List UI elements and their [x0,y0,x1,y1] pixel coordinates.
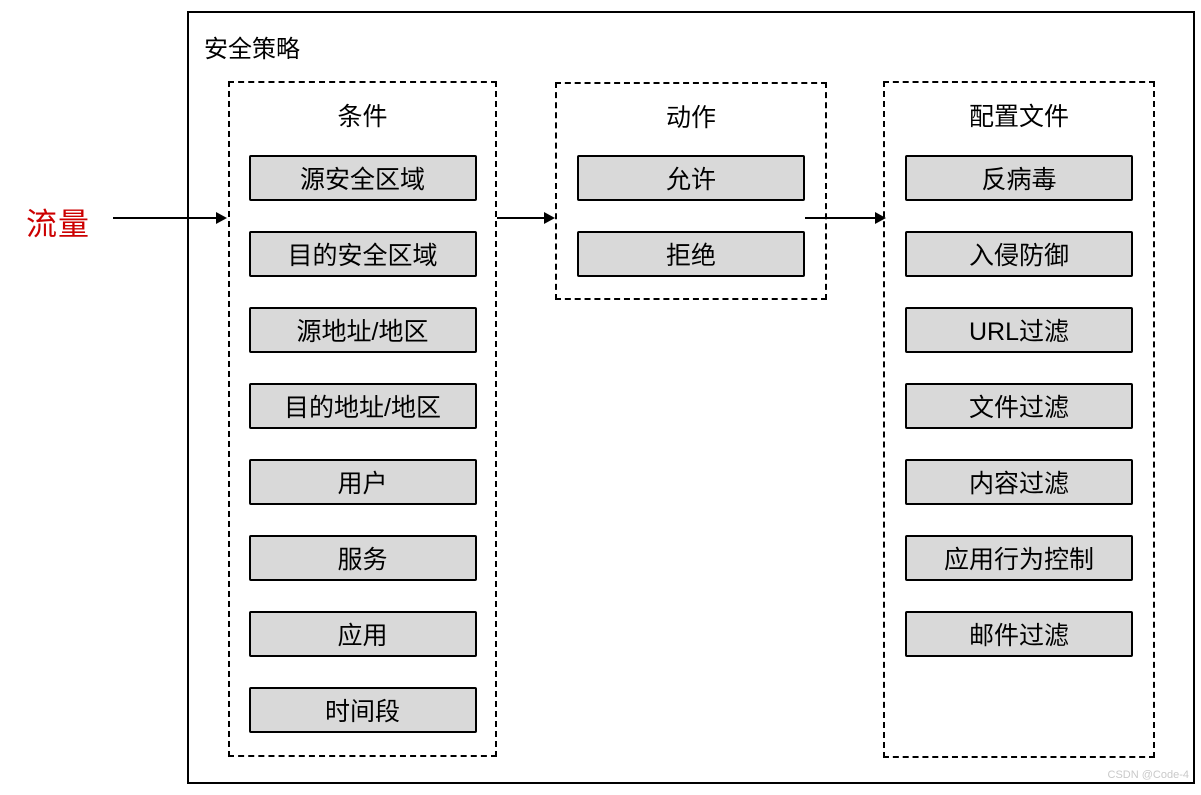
condition-item-dest-address: 目的地址/地区 [248,383,477,429]
condition-item-dest-zone: 目的安全区域 [248,231,477,277]
conditions-column: 条件 源安全区域 目的安全区域 源地址/地区 目的地址/地区 用户 服务 应用 … [228,81,497,757]
actions-column-title: 动作 [665,104,716,132]
profile-item-content-filter: 内容过滤 [905,459,1133,505]
condition-item-application: 应用 [248,611,477,657]
profiles-column: 配置文件 反病毒 入侵防御 URL过滤 文件过滤 内容过滤 应用行为控制 邮件过… [883,81,1155,758]
conditions-column-title: 条件 [337,103,388,131]
condition-item-source-address: 源地址/地区 [248,307,477,353]
csdn-watermark: CSDN @Code-4 [1107,769,1189,781]
profile-item-mail-filter: 邮件过滤 [905,611,1133,657]
condition-item-source-zone: 源安全区域 [248,155,477,201]
actions-column: 动作 允许 拒绝 [555,82,827,300]
diagram-title: 安全策略 [204,36,300,63]
condition-item-user: 用户 [248,459,477,505]
condition-item-service: 服务 [248,535,477,581]
condition-item-time-range: 时间段 [248,687,477,733]
profiles-column-title: 配置文件 [968,103,1069,131]
action-item-deny: 拒绝 [577,231,805,277]
profile-item-intrusion-prevention: 入侵防御 [905,231,1133,277]
profile-item-app-behavior-control: 应用行为控制 [905,535,1133,581]
action-item-permit: 允许 [577,155,805,201]
conditions-to-actions-arrow [497,212,555,224]
traffic-label: 流量 [26,207,90,242]
traffic-arrow [113,212,227,224]
security-policy-box: 安全策略 [187,11,1195,784]
actions-to-profiles-arrow [805,212,886,224]
profile-item-antivirus: 反病毒 [905,155,1133,201]
profile-item-url-filter: URL过滤 [905,307,1133,353]
profile-item-file-filter: 文件过滤 [905,383,1133,429]
